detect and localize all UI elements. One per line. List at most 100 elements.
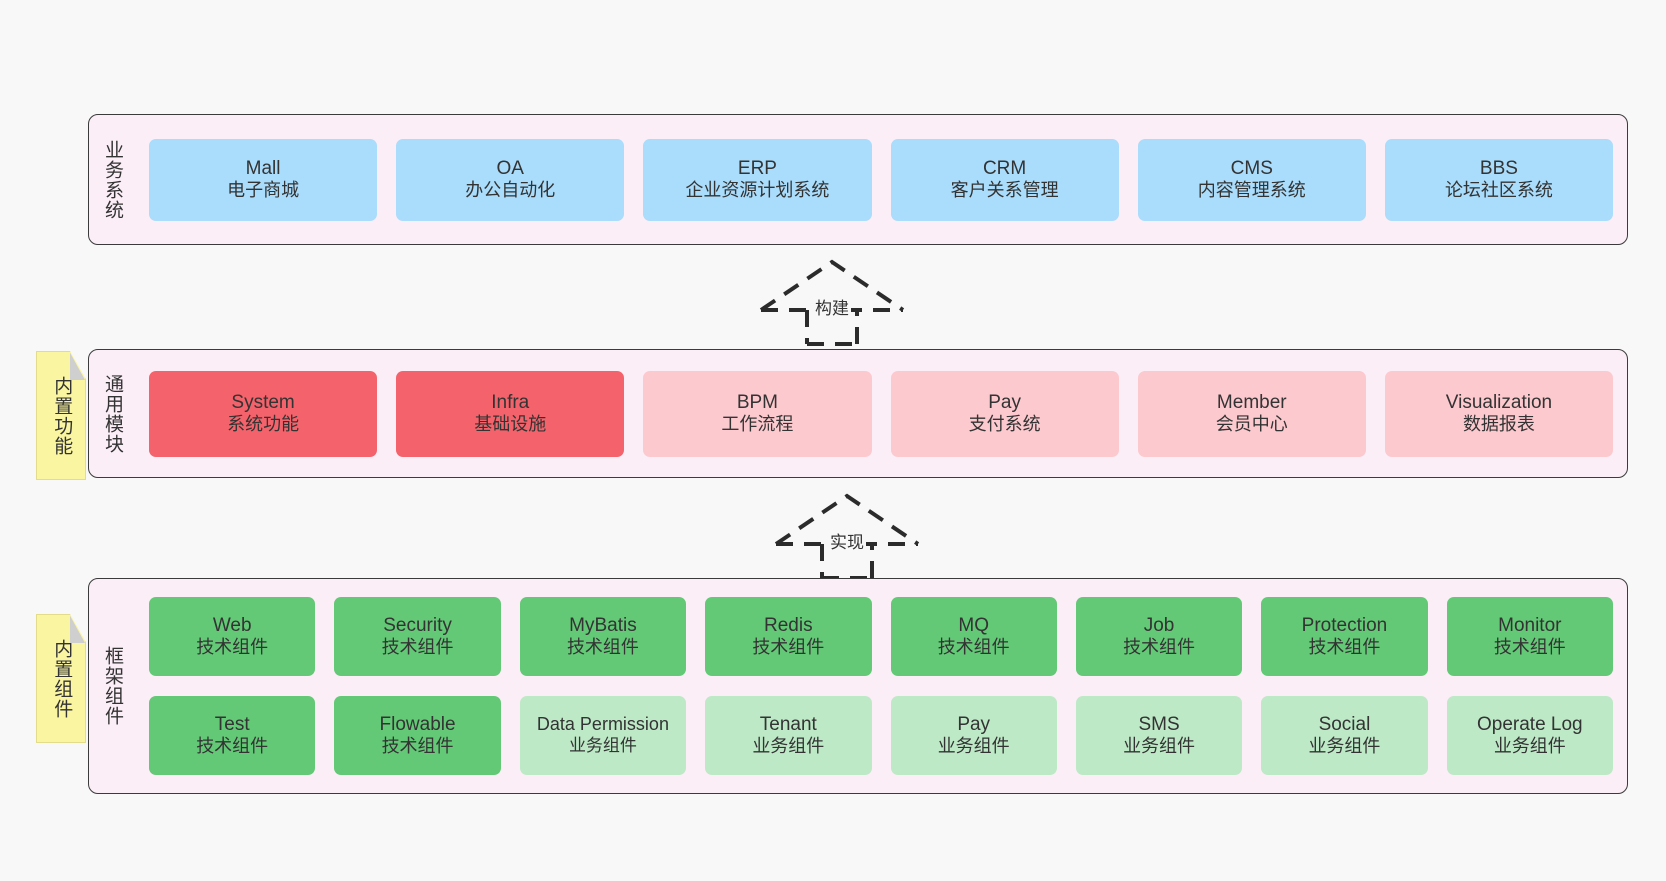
module-box-bbs[interactable]: BBS 论坛社区系统 — [1384, 138, 1614, 221]
note-fold-corner-icon — [69, 615, 85, 643]
module-cn-label: 支付系统 — [968, 414, 1041, 435]
module-box-redis[interactable]: Redis 技术组件 — [705, 597, 872, 676]
module-en-label: Protection — [1301, 614, 1388, 636]
module-en-label: Tenant — [759, 713, 817, 735]
module-box-job[interactable]: Job 技术组件 — [1075, 597, 1243, 676]
module-cn-label: 会员中心 — [1215, 414, 1288, 435]
module-cn-label: 论坛社区系统 — [1444, 180, 1553, 201]
layer-body-frame: Web 技术组件 Security 技术组件 MyBatis 技术组件 Redi… — [135, 579, 1627, 793]
module-en-label: Operate Log — [1476, 713, 1583, 735]
module-cn-label: 业务组件 — [937, 736, 1010, 757]
generalization-arrow-build: 构建 — [755, 258, 910, 346]
module-en-label: Flowable — [379, 713, 456, 735]
module-cn-label: 技术组件 — [566, 637, 639, 658]
module-box-bpm[interactable]: BPM 工作流程 — [643, 370, 872, 457]
module-box-test[interactable]: Test 技术组件 — [149, 696, 316, 775]
module-en-label: ERP — [737, 157, 777, 179]
module-cn-label: 内容管理系统 — [1197, 180, 1306, 201]
module-cn-label: 技术组件 — [752, 637, 825, 658]
module-box-security[interactable]: Security 技术组件 — [334, 597, 501, 676]
module-box-monitor[interactable]: Monitor 技术组件 — [1446, 597, 1613, 676]
module-cn-label: 系统功能 — [227, 414, 300, 435]
module-en-label: BPM — [736, 391, 779, 413]
layer-title-business: 业务系统 — [102, 139, 124, 220]
module-row: Web 技术组件 Security 技术组件 MyBatis 技术组件 Redi… — [149, 597, 1613, 676]
generalization-arrow-implement: 实现 — [770, 492, 925, 580]
layer-body-common: System 系统功能 Infra 基础设施 BPM 工作流程 Pay 支付系统… — [135, 350, 1627, 477]
module-box-member[interactable]: Member 会员中心 — [1137, 370, 1366, 457]
layer-common-module: 通用模块 System 系统功能 Infra 基础设施 BPM 工作流程 Pay… — [88, 349, 1628, 478]
module-box-mq[interactable]: MQ 技术组件 — [890, 597, 1057, 676]
layer-title-common: 通用模块 — [102, 373, 124, 454]
module-cn-label: 业务组件 — [568, 736, 637, 756]
module-cn-label: 技术组件 — [196, 637, 269, 658]
module-en-label: Visualization — [1445, 391, 1553, 413]
module-en-label: Pay — [988, 391, 1021, 413]
module-en-label: SMS — [1138, 713, 1180, 735]
module-box-web[interactable]: Web 技术组件 — [149, 597, 316, 676]
module-box-sms[interactable]: SMS 业务组件 — [1075, 696, 1243, 775]
module-en-label: Member — [1216, 391, 1287, 413]
module-box-protection[interactable]: Protection 技术组件 — [1261, 597, 1428, 676]
arrow-label-build: 构建 — [813, 294, 851, 319]
module-cn-label: 数据报表 — [1462, 414, 1535, 435]
module-en-label: System — [231, 391, 295, 413]
module-box-social[interactable]: Social 业务组件 — [1261, 696, 1428, 775]
module-en-label: Pay — [957, 713, 991, 735]
module-en-label: Mall — [245, 157, 281, 179]
sticky-note-builtin-function: 内置功能 — [36, 351, 86, 480]
arrow-label-implement: 实现 — [828, 528, 866, 553]
module-cn-label: 技术组件 — [937, 637, 1010, 658]
module-cn-label: 技术组件 — [1308, 637, 1381, 658]
sticky-note-builtin-component: 内置组件 — [36, 614, 86, 743]
module-box-erp[interactable]: ERP 企业资源计划系统 — [643, 138, 872, 221]
module-en-label: Redis — [764, 614, 813, 636]
module-cn-label: 技术组件 — [1123, 637, 1196, 658]
module-cn-label: 业务组件 — [752, 736, 825, 757]
module-box-mybatis[interactable]: MyBatis 技术组件 — [519, 597, 687, 676]
module-cn-label: 技术组件 — [381, 736, 454, 757]
module-en-label: BBS — [1479, 157, 1518, 179]
layer-title-frame: 框架组件 — [102, 646, 124, 726]
module-cn-label: 技术组件 — [196, 736, 269, 757]
layer-business-system: 业务系统 Mall 电子商城 OA 办公自动化 ERP 企业资源计划系统 CRM… — [88, 114, 1628, 245]
module-row: Test 技术组件 Flowable 技术组件 Data Permission … — [149, 696, 1613, 775]
sticky-note-label: 内置功能 — [51, 375, 73, 456]
module-cn-label: 技术组件 — [1493, 637, 1566, 658]
module-cn-label: 电子商城 — [227, 180, 300, 201]
module-box-system[interactable]: System 系统功能 — [149, 370, 378, 457]
sticky-note-label: 内置组件 — [51, 638, 73, 719]
module-box-tenant[interactable]: Tenant 业务组件 — [705, 696, 872, 775]
module-box-mall[interactable]: Mall 电子商城 — [149, 138, 378, 221]
module-box-data-permission[interactable]: Data Permission 业务组件 — [519, 696, 687, 775]
module-cn-label: 技术组件 — [381, 637, 454, 658]
module-cn-label: 业务组件 — [1123, 736, 1196, 757]
module-cn-label: 企业资源计划系统 — [685, 180, 830, 201]
module-en-label: Web — [212, 614, 252, 636]
module-en-label: MyBatis — [569, 614, 637, 636]
module-en-label: OA — [496, 157, 524, 179]
module-en-label: Social — [1318, 713, 1371, 735]
module-en-label: Infra — [491, 391, 530, 413]
module-cn-label: 客户关系管理 — [950, 180, 1059, 201]
module-box-pay-business[interactable]: Pay 业务组件 — [890, 696, 1057, 775]
module-box-operate-log[interactable]: Operate Log 业务组件 — [1446, 696, 1613, 775]
module-en-label: CMS — [1230, 157, 1273, 179]
module-en-label: CRM — [982, 157, 1027, 179]
module-box-flowable[interactable]: Flowable 技术组件 — [334, 696, 501, 775]
module-box-pay[interactable]: Pay 支付系统 — [890, 370, 1119, 457]
module-en-label: Data Permission — [536, 714, 669, 735]
module-row: Mall 电子商城 OA 办公自动化 ERP 企业资源计划系统 CRM 客户关系… — [149, 138, 1614, 221]
module-cn-label: 业务组件 — [1308, 736, 1381, 757]
module-row: System 系统功能 Infra 基础设施 BPM 工作流程 Pay 支付系统… — [149, 370, 1614, 457]
module-en-label: Job — [1143, 614, 1175, 636]
module-box-oa[interactable]: OA 办公自动化 — [396, 138, 625, 221]
module-box-visualization[interactable]: Visualization 数据报表 — [1384, 370, 1614, 457]
module-box-infra[interactable]: Infra 基础设施 — [396, 370, 625, 457]
module-box-crm[interactable]: CRM 客户关系管理 — [890, 138, 1119, 221]
module-cn-label: 基础设施 — [474, 414, 547, 435]
module-cn-label: 办公自动化 — [465, 180, 556, 201]
module-cn-label: 工作流程 — [721, 414, 794, 435]
module-box-cms[interactable]: CMS 内容管理系统 — [1137, 138, 1366, 221]
